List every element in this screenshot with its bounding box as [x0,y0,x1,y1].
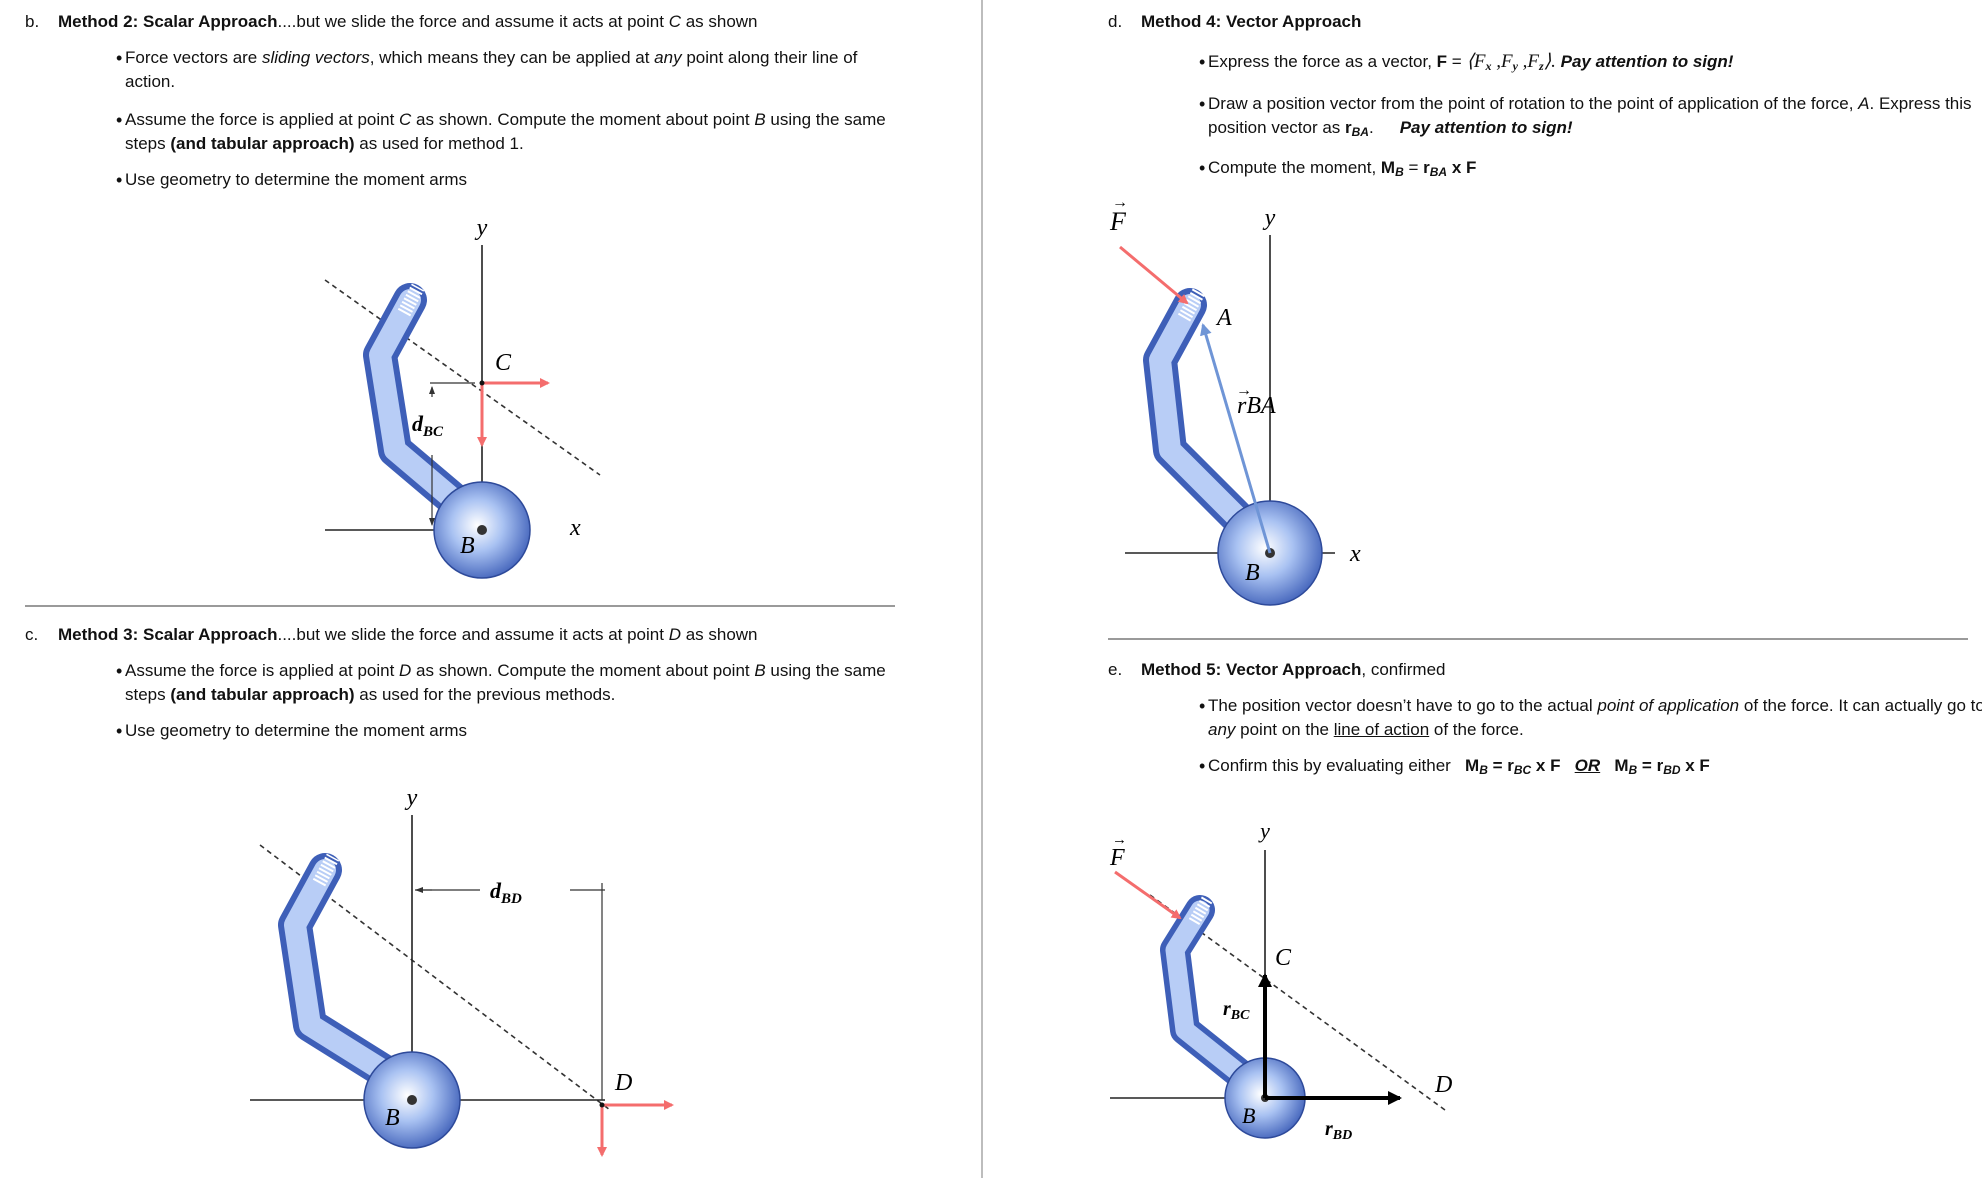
section-d-heading: d. Method 4: Vector Approach [1108,10,1968,34]
y-axis-label: y [1263,205,1276,231]
list-item: Assume the force is applied at point D a… [25,659,905,707]
line-of-action [324,279,601,476]
vector-rbd-label: rBD [1325,1118,1352,1143]
section-e-heading: e. Method 5: Vector Approach, confirmed [1108,658,1968,682]
y-axis-label: y [475,215,488,241]
point-a-label: A [1215,305,1232,331]
wrench-icon [1143,286,1323,606]
diagram-method-3: y D B dBD [250,785,674,1157]
point-b-label: B [385,1105,400,1131]
section-title: Method 2: Scalar Approach [58,12,278,31]
section-title: Method 4: Vector Approach [1141,12,1362,31]
section-title: Method 3: Scalar Approach [58,625,278,644]
diagram-method-5: y F → C D B rBC rBD [1109,818,1452,1143]
point-d-label: D [1434,1072,1452,1098]
list-item: The position vector doesn’t have to go t… [1108,694,1982,742]
section-point: D [668,625,681,644]
force-arrow [1119,245,1189,305]
list-item: Assume the force is applied at point C a… [25,108,905,156]
force-arrow [1114,870,1182,920]
section-d: d. Method 4: Vector Approach Express the … [1108,10,1972,184]
wrench-icon [363,283,531,579]
section-b-bullets: Force vectors are sliding vectors, which… [25,46,965,192]
section-title-end: as shown [680,12,758,31]
force-vector-arrow-glyph: → [1112,194,1128,211]
point-c-label: C [1275,945,1292,971]
list-item: Use geometry to determine the moment arm… [25,719,965,743]
point-b-label: B [1242,1103,1255,1128]
point-b-label: B [460,533,475,559]
force-label: F [1109,207,1127,236]
vector-arrow-glyph: → [1236,382,1252,399]
section-divider [25,605,895,607]
list-item: Confirm this by evaluating either MB = r… [1108,754,1968,782]
wrench-icon [278,853,461,1149]
section-title-rest: , confirmed [1361,660,1446,679]
vector-rbc-label: rBC [1223,998,1250,1023]
x-axis-label: x [1349,541,1361,567]
section-title: Method 5: Vector Approach [1141,660,1362,679]
diagram-method-2: y x C B dBC [324,215,601,579]
section-c-bullets: Assume the force is applied at point D a… [25,659,965,743]
line-of-action [1149,894,1446,1111]
point-d-label: D [614,1070,632,1096]
right-column: d. Method 4: Vector Approach Express the … [985,0,1982,1178]
distance-label: dBC [412,411,444,440]
force-vector-arrow-glyph: → [1112,832,1127,848]
left-column: b.Method 2: Scalar Approach....but we sl… [0,0,982,1178]
point-c-label: C [495,350,512,376]
list-item: Express the force as a vector, F = ⟨Fx ,… [1108,50,1968,78]
section-c-heading: c. Method 3: Scalar Approach....but we sl… [25,623,965,647]
list-item: Draw a position vector from the point of… [1108,92,1982,144]
force-label: F [1109,845,1125,871]
section-e: e. Method 5: Vector Approach, confirmed T… [1108,658,1982,782]
section-title-rest: ....but we slide the force and assume it… [277,625,669,644]
y-axis-label: y [1258,818,1270,843]
distance-label: dBD [490,878,522,907]
page-column-divider [981,0,983,1178]
section-title-end: as shown [680,625,758,644]
diagram-method-4: y x F → A B rBA → [1109,194,1361,606]
section-letter: c. [25,625,39,644]
y-axis-label: y [405,785,418,811]
list-item: Use geometry to determine the moment arm… [25,168,965,192]
section-title-rest: ....but we slide the force and assume it… [277,12,669,31]
section-c: c. Method 3: Scalar Approach....but we sl… [25,623,965,743]
section-letter: e. [1108,660,1123,679]
list-item: Force vectors are sliding vectors, which… [25,46,895,94]
section-b-heading: b. Method 2: Scalar Approach....but we sl… [25,10,965,34]
section-letter: b. [25,12,40,31]
position-vector-rba [1200,323,1272,554]
section-letter: d. [1108,12,1123,31]
section-d-bullets: Express the force as a vector, F = ⟨Fx ,… [1108,50,1972,184]
vector-label: rBA [1237,393,1276,419]
section-b: b. Method 2: Scalar Approach....but we sl… [25,10,965,192]
x-axis-label: x [569,515,581,541]
section-point: C [668,12,681,31]
point-b-label: B [1245,560,1260,586]
section-divider [1108,638,1968,640]
section-e-bullets: The position vector doesn’t have to go t… [1108,694,1982,782]
list-item: Compute the moment, MB = rBA x F [1108,156,1968,184]
